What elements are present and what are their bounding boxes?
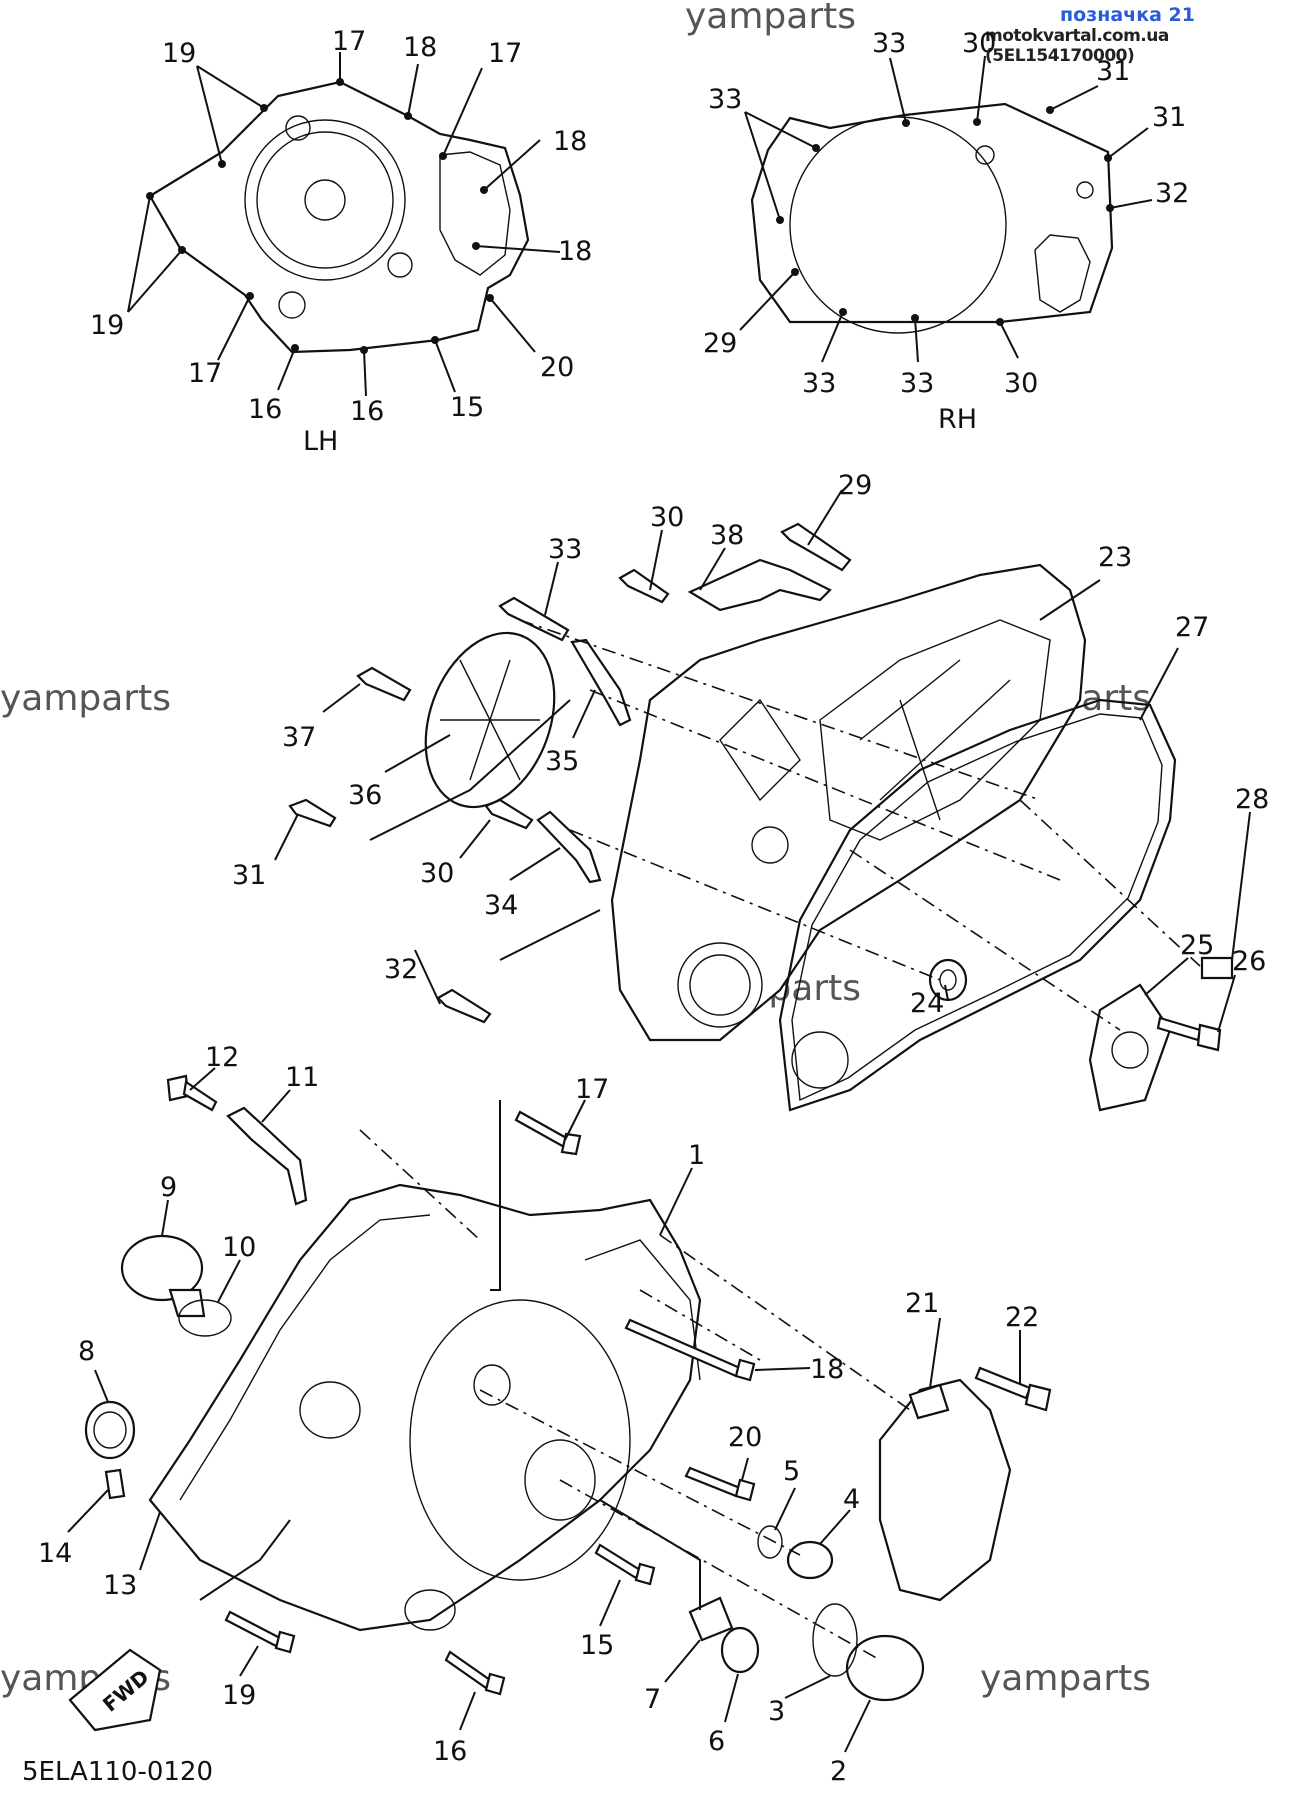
callout-label: 4 [843,1484,860,1515]
callout-label: 3 [768,1696,785,1727]
callout-label: 21 [905,1288,939,1319]
callout-label: 24 [910,988,944,1019]
callout-label: 30 [420,858,454,889]
callout-label: 30 [650,502,684,533]
callout-label: 10 [222,1232,256,1263]
callout-label: 19 [222,1680,256,1711]
callout-label: 37 [282,722,316,753]
page-title: позначка 21 [1060,4,1195,26]
callout-label: 16 [350,396,384,427]
callout-label: 28 [1235,784,1269,815]
rh-view-label: RH [938,404,977,435]
callout-label: 31 [232,860,266,891]
callout-label: 22 [1005,1302,1039,1333]
callout-label: 17 [488,38,522,69]
callout-label: 20 [728,1422,762,1453]
callout-label: 7 [644,1684,661,1715]
callout-label: 15 [580,1630,614,1661]
callout-label: 19 [90,310,124,341]
fwd-arrow-icon: FWD [68,1648,162,1732]
callout-label: 18 [403,32,437,63]
callout-label: 33 [900,368,934,399]
callout-label: 33 [802,368,836,399]
callout-label: 18 [558,236,592,267]
callout-label: 30 [1004,368,1038,399]
callout-label: 31 [1152,102,1186,133]
callout-label: 17 [575,1074,609,1105]
callout-label: 11 [285,1062,319,1093]
callout-label: 34 [484,890,518,921]
callout-label: 26 [1232,946,1266,977]
watermark: yamparts [0,678,171,719]
callout-label: 8 [78,1336,95,1367]
callout-label: 32 [1155,178,1189,209]
callout-label: 16 [433,1736,467,1767]
source-caption: motokvartal.com.ua (5EL154170000) [985,26,1169,66]
callout-label: 13 [103,1570,137,1601]
callout-label: 14 [38,1538,72,1569]
callout-label: 20 [540,352,574,383]
callout-label: 9 [160,1172,177,1203]
callout-label: 27 [1175,612,1209,643]
callout-label: 2 [830,1756,847,1787]
callout-label: 12 [205,1042,239,1073]
callout-label: 19 [162,38,196,69]
diagram-code: 5ELA110-0120 [22,1757,213,1787]
callout-label: 25 [1180,930,1214,961]
callout-label: 38 [710,520,744,551]
callout-label: 31 [1096,56,1130,87]
callout-label: 36 [348,780,382,811]
lh-view-label: LH [303,426,338,457]
callout-label: 16 [248,394,282,425]
watermark: yamparts [685,0,856,37]
callout-label: 29 [703,328,737,359]
watermark: yamparts [980,1658,1151,1699]
callout-label: 18 [810,1354,844,1385]
callout-label: 30 [962,28,996,59]
callout-label: 17 [332,26,366,57]
callout-label: 35 [545,746,579,777]
left-crankcase-cover-assembly: 12 11 17 9 10 1 8 18 21 22 20 5 4 14 13 … [38,1042,1052,1787]
callout-label: 33 [548,534,582,565]
callout-label: 17 [188,358,222,389]
right-crankcase-cover-assembly: 29 30 38 23 33 27 37 35 28 36 31 30 34 2… [232,470,1269,1112]
callout-label: 33 [872,28,906,59]
callout-label: 32 [384,954,418,985]
callout-label: 29 [838,470,872,501]
callout-label: 1 [688,1140,705,1171]
callout-label: 6 [708,1726,725,1757]
lh-gasket-view: 19 17 18 17 18 18 19 17 16 16 15 20 LH [90,26,592,457]
rh-gasket-view: 33 30 31 31 32 33 29 33 33 30 RH [703,28,1189,435]
callout-label: 23 [1098,542,1132,573]
callout-label: 15 [450,392,484,423]
callout-label: 5 [783,1456,800,1487]
callout-label: 18 [553,126,587,157]
callout-label: 33 [708,84,742,115]
